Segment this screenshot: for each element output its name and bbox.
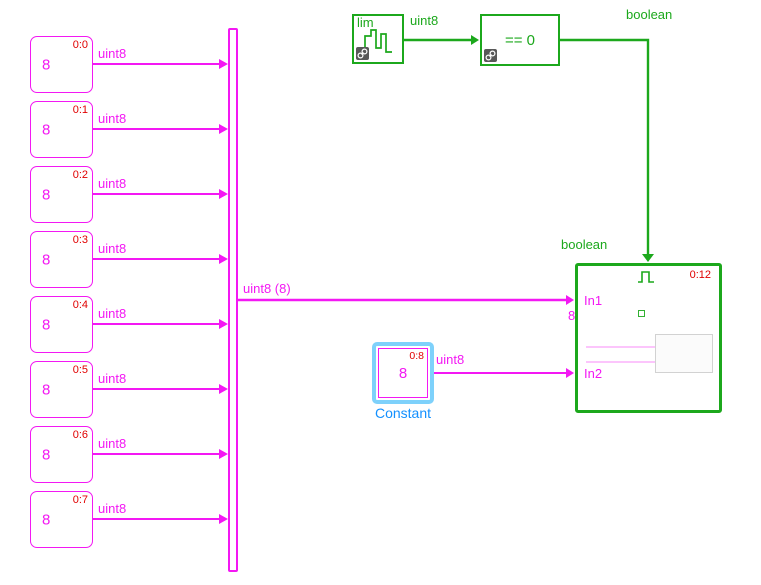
block-value: 8 — [42, 511, 51, 528]
execution-order: 0:2 — [72, 169, 88, 181]
block-value: 8 — [42, 186, 51, 203]
arrowhead-constant — [566, 368, 574, 378]
bus-width-label: 8 — [568, 308, 576, 323]
arrowhead-src6 — [219, 449, 228, 459]
execution-order: 0:0 — [72, 39, 88, 51]
arrowhead-lim — [471, 35, 479, 45]
signal-label: uint8 — [98, 111, 127, 126]
arrowhead-src3 — [219, 254, 228, 264]
boolean-signal-label: boolean — [561, 237, 608, 252]
arrowhead-src0 — [219, 59, 228, 69]
source-block-7[interactable]: 8 0:7 — [30, 491, 93, 548]
triggered-subsystem-block[interactable]: 0:12 In1 In2 — [575, 263, 722, 413]
source-block-4[interactable]: 8 0:4 — [30, 296, 93, 353]
block-value: 8 — [42, 121, 51, 138]
signal-line-boolean[interactable] — [560, 38, 650, 254]
lim-block-name: lim — [357, 15, 374, 30]
lim-signal-label: uint8 — [410, 13, 439, 28]
block-value: 8 — [42, 446, 51, 463]
bus-signal-label: uint8 (8) — [243, 281, 291, 296]
execution-order: 0:8 — [409, 350, 424, 362]
execution-order: 0:5 — [72, 364, 88, 376]
arrowhead-src4 — [219, 319, 228, 329]
inport-label-in2: In2 — [584, 366, 603, 381]
arrowhead-boolean — [642, 254, 654, 262]
subsystem-preview-block — [638, 310, 645, 317]
arrowhead-src7 — [219, 514, 228, 524]
execution-order: 0:3 — [72, 234, 88, 246]
execution-order: 0:1 — [72, 104, 88, 116]
execution-order: 0:12 — [689, 269, 711, 281]
constant-signal-label: uint8 — [436, 352, 465, 367]
signal-label: uint8 — [98, 46, 127, 61]
source-block-6[interactable]: 8 0:6 — [30, 426, 93, 483]
signal-label: uint8 — [98, 436, 127, 451]
source-block-2[interactable]: 8 0:2 — [30, 166, 93, 223]
execution-order: 0:6 — [72, 429, 88, 441]
block-value: 8 — [42, 56, 51, 73]
library-link-icon — [484, 49, 497, 62]
block-value: 8 — [42, 316, 51, 333]
library-link-icon — [356, 47, 369, 60]
boolean-signal-label: boolean — [626, 7, 673, 22]
compare-to-zero-block[interactable]: == 0 — [480, 14, 560, 66]
signal-label: uint8 — [98, 306, 127, 321]
signal-label: uint8 — [98, 371, 127, 386]
execution-order: 0:7 — [72, 494, 88, 506]
source-block-1[interactable]: 8 0:1 — [30, 101, 93, 158]
compare-label: == 0 — [504, 31, 536, 49]
inport-label-in1: In1 — [584, 293, 603, 308]
signal-label: uint8 — [98, 501, 127, 516]
source-block-0[interactable]: 8 0:0 — [30, 36, 93, 93]
block-value: 8 — [42, 251, 51, 268]
mux-block[interactable] — [228, 28, 238, 572]
constant-block-name[interactable]: Constant — [374, 405, 432, 421]
waveform-icon — [364, 29, 392, 53]
signal-label: uint8 — [98, 176, 127, 191]
lim-block[interactable]: lim — [352, 14, 404, 64]
arrowhead-src5 — [219, 384, 228, 394]
selection-highlight — [372, 342, 434, 404]
execution-order: 0:4 — [72, 299, 88, 311]
trigger-icon — [638, 271, 654, 283]
source-block-3[interactable]: 8 0:3 — [30, 231, 93, 288]
subsystem-preview-rect — [655, 334, 713, 373]
constant-block[interactable]: 8 0:8 — [378, 348, 428, 398]
block-value: 8 — [42, 381, 51, 398]
constant-value: 8 — [398, 364, 408, 382]
subsystem-preview-line — [586, 346, 655, 348]
arrowhead-src1 — [219, 124, 228, 134]
arrowhead-bus — [566, 295, 574, 305]
source-block-5[interactable]: 8 0:5 — [30, 361, 93, 418]
arrowhead-src2 — [219, 189, 228, 199]
subsystem-preview-line — [586, 361, 655, 363]
signal-label: uint8 — [98, 241, 127, 256]
